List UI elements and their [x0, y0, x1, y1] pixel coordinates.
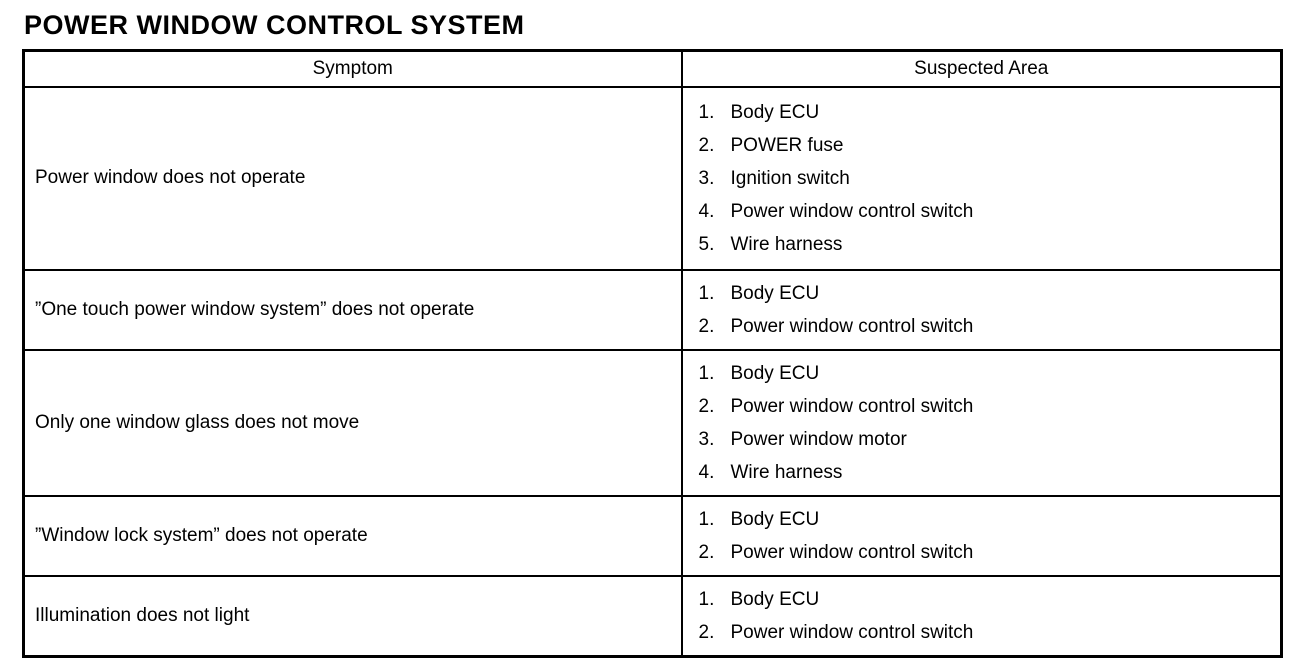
column-header-symptom: Symptom [22, 49, 683, 88]
symptom-cell: Power window does not operate [22, 85, 683, 271]
suspected-item: Power window motor [730, 428, 907, 450]
symptom-cell: Only one window glass does not move [22, 348, 683, 497]
suspected-item: Power window control switch [730, 200, 974, 222]
table-row: ”One touch power window system” does not… [22, 268, 1283, 351]
suspected-item: Power window control switch [730, 621, 974, 643]
suspected-item: Power window control switch [730, 395, 974, 417]
suspected-item: Body ECU [730, 101, 820, 123]
suspected-item: POWER fuse [730, 134, 844, 156]
table-row: Power window does not operate Body ECU P… [22, 85, 1283, 271]
table-header-row: Symptom Suspected Area [22, 49, 1283, 88]
column-header-suspected-area: Suspected Area [680, 49, 1283, 88]
suspected-list: Body ECU Power window control switch Pow… [699, 357, 1281, 489]
suspected-area-cell: Body ECU Power window control switch [680, 574, 1283, 657]
suspected-area-cell: Body ECU Power window control switch [680, 494, 1283, 577]
suspected-item: Body ECU [730, 362, 820, 384]
suspected-area-cell: Body ECU Power window control switch [680, 268, 1283, 351]
suspected-item: Power window control switch [730, 541, 974, 563]
suspected-list: Body ECU Power window control switch [699, 503, 1281, 569]
suspected-item: Body ECU [730, 508, 820, 530]
suspected-list: Body ECU Power window control switch [699, 583, 1281, 649]
symptom-cell: ”Window lock system” does not operate [22, 494, 683, 577]
suspected-item: Body ECU [730, 282, 820, 304]
symptom-suspected-area-table: Symptom Suspected Area Power window does… [22, 49, 1283, 658]
page-title: POWER WINDOW CONTROL SYSTEM [24, 10, 525, 40]
table-row: Illumination does not light Body ECU Pow… [22, 574, 1283, 657]
suspected-item: Wire harness [730, 233, 843, 255]
table-row: ”Window lock system” does not operate Bo… [22, 494, 1283, 577]
suspected-list: Body ECU Power window control switch [699, 277, 1281, 343]
suspected-item: Body ECU [730, 588, 820, 610]
symptom-cell: ”One touch power window system” does not… [22, 268, 683, 351]
suspected-item: Ignition switch [730, 167, 850, 189]
suspected-item: Wire harness [730, 461, 843, 483]
suspected-area-cell: Body ECU Power window control switch Pow… [680, 348, 1283, 497]
suspected-area-cell: Body ECU POWER fuse Ignition switch Powe… [680, 85, 1283, 271]
table-row: Only one window glass does not move Body… [22, 348, 1283, 497]
suspected-item: Power window control switch [730, 315, 974, 337]
symptom-cell: Illumination does not light [22, 574, 683, 657]
suspected-list: Body ECU POWER fuse Ignition switch Powe… [699, 96, 1281, 261]
